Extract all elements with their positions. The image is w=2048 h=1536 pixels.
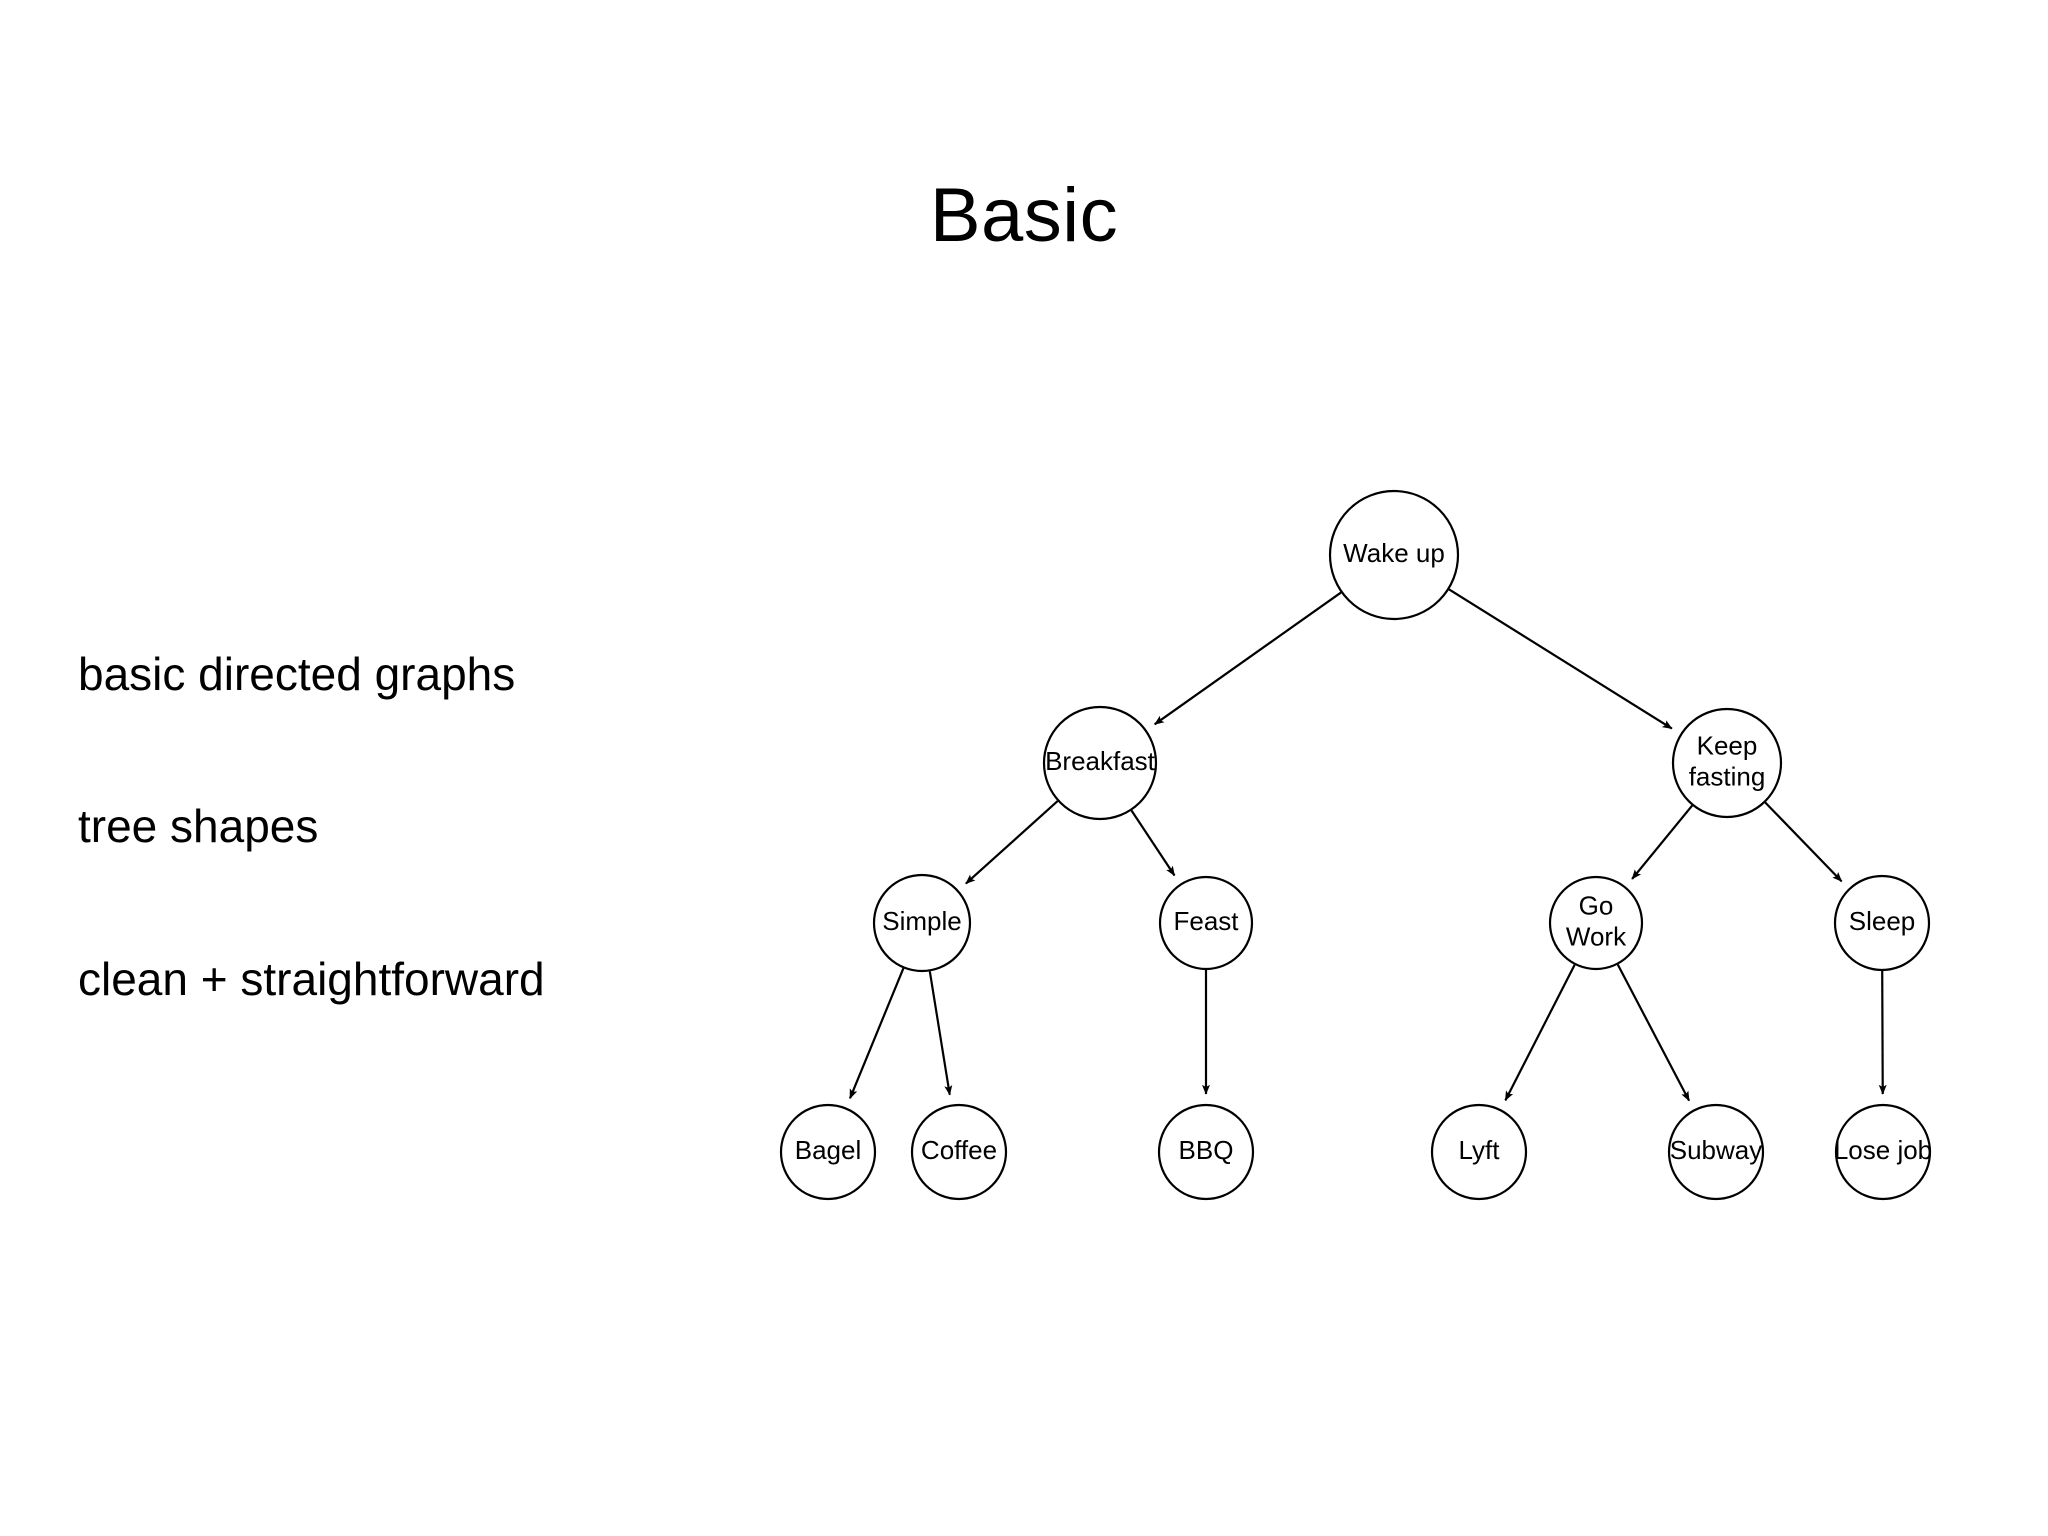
- node-shape-bagel: [779, 1103, 877, 1201]
- notes-list: basic directed graphs tree shapes clean …: [78, 650, 778, 1003]
- node-label-feast: Feast: [1173, 906, 1239, 936]
- node-simple[interactable]: Simple: [872, 873, 972, 973]
- node-label-bbq: BBQ: [1179, 1135, 1234, 1165]
- edges-layer: [849, 588, 1887, 1102]
- node-shape-go-work: [1548, 875, 1644, 971]
- node-shape-bbq: [1157, 1103, 1255, 1201]
- node-label-subway: Subway: [1670, 1135, 1763, 1165]
- node-feast[interactable]: Feast: [1158, 875, 1254, 971]
- note-line-2: tree shapes: [78, 800, 319, 853]
- node-shape-simple: [872, 873, 972, 973]
- note-line-3: clean + straightforward: [78, 952, 545, 1005]
- node-shape-lose-job: [1834, 1103, 1932, 1201]
- node-bagel[interactable]: Bagel: [779, 1103, 877, 1201]
- node-shape-feast: [1158, 875, 1254, 971]
- note-line-1: basic directed graphs: [78, 648, 516, 700]
- page-title: Basic: [929, 173, 1119, 258]
- node-label-simple: Simple: [882, 906, 961, 936]
- node-coffee[interactable]: Coffee: [910, 1103, 1008, 1201]
- edge-keep-fasting-to-go-work: [1631, 804, 1694, 880]
- edge-wake-up-to-breakfast: [1154, 591, 1342, 726]
- node-shape-subway: [1667, 1103, 1765, 1201]
- edge-wake-up-to-keep-fasting: [1448, 588, 1673, 730]
- node-label-breakfast: Breakfast: [1045, 746, 1156, 776]
- node-sleep[interactable]: Sleep: [1833, 874, 1931, 972]
- node-shape-keep-fasting: [1671, 707, 1783, 819]
- node-label-bagel: Bagel: [795, 1135, 862, 1165]
- edge-breakfast-to-feast: [1130, 809, 1176, 877]
- node-label-keep-fasting: fasting: [1689, 761, 1766, 791]
- node-label-go-work: Go: [1579, 890, 1614, 920]
- node-wake-up[interactable]: Wake up: [1328, 489, 1460, 621]
- node-shape-breakfast: [1042, 705, 1158, 821]
- edge-simple-to-bagel: [849, 967, 905, 1100]
- node-lose-job[interactable]: Lose job: [1834, 1103, 1932, 1201]
- node-shape-wake-up: [1328, 489, 1460, 621]
- node-label-coffee: Coffee: [921, 1135, 997, 1165]
- edge-go-work-to-subway: [1616, 964, 1691, 1102]
- node-label-keep-fasting: Keep: [1697, 730, 1758, 760]
- node-label-lose-job: Lose job: [1834, 1135, 1932, 1165]
- node-shape-coffee: [910, 1103, 1008, 1201]
- node-subway[interactable]: Subway: [1667, 1103, 1765, 1201]
- edge-sleep-to-lose-job: [1878, 970, 1887, 1095]
- node-lyft[interactable]: Lyft: [1430, 1103, 1528, 1201]
- edge-keep-fasting-to-sleep: [1764, 801, 1843, 883]
- node-breakfast[interactable]: Breakfast: [1042, 705, 1158, 821]
- node-label-lyft: Lyft: [1459, 1135, 1501, 1165]
- node-label-go-work: Work: [1566, 921, 1627, 951]
- node-shape-lyft: [1430, 1103, 1528, 1201]
- edge-breakfast-to-simple: [965, 800, 1059, 885]
- node-bbq[interactable]: BBQ: [1157, 1103, 1255, 1201]
- node-label-sleep: Sleep: [1849, 906, 1916, 936]
- edge-simple-to-coffee: [928, 971, 953, 1096]
- node-label-wake-up: Wake up: [1343, 538, 1445, 568]
- node-shape-sleep: [1833, 874, 1931, 972]
- edge-go-work-to-lyft: [1504, 964, 1576, 1102]
